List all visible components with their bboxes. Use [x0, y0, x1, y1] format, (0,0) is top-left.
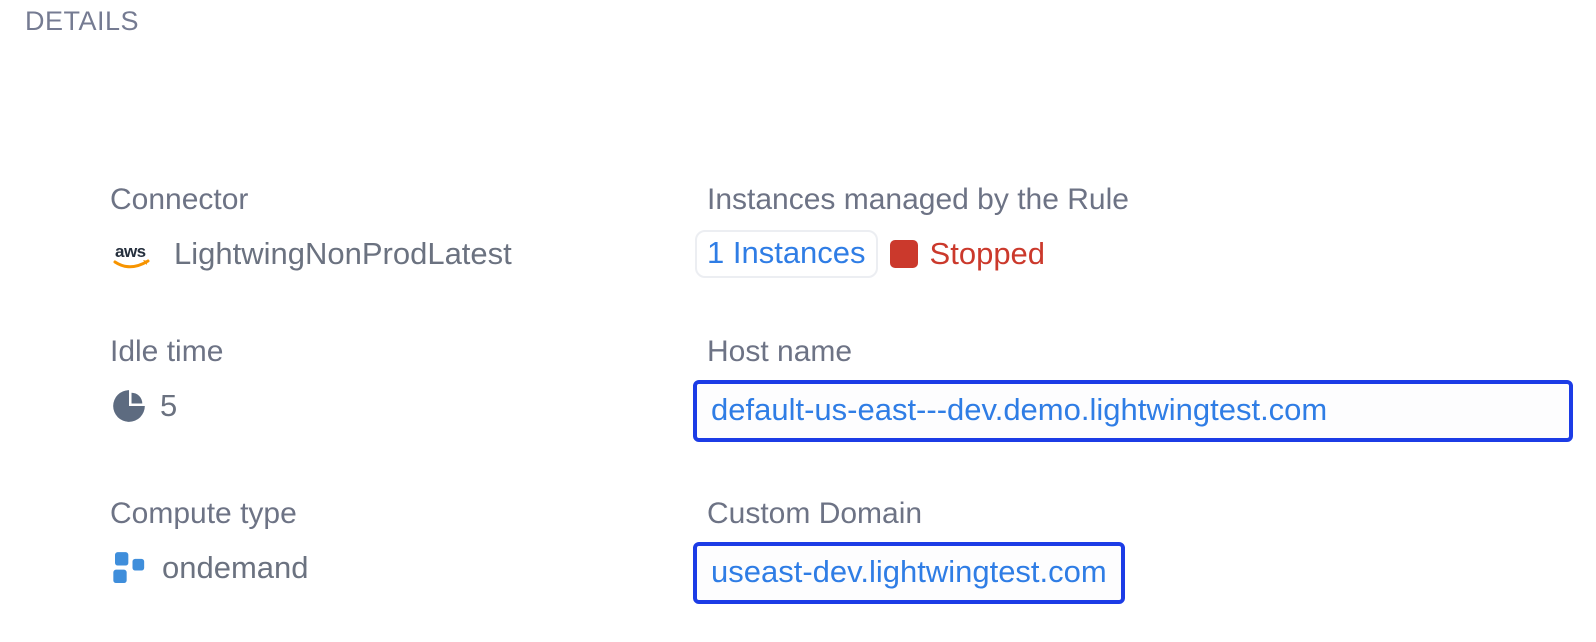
aws-icon: aws: [110, 239, 162, 275]
stopped-square-icon: [889, 240, 918, 268]
compute-type-label: Compute type: [110, 497, 297, 530]
svg-text:aws: aws: [115, 242, 146, 261]
host-name-label: Host name: [707, 335, 853, 368]
idle-time-value: 5: [160, 388, 178, 423]
host-name-link[interactable]: default-us-east---dev.demo.lightwingtest…: [693, 380, 1573, 442]
field-compute-type: Compute type ondemand: [110, 496, 707, 594]
field-idle-time: Idle time 5: [110, 334, 707, 432]
details-grid: Connector aws LightwingNonProdLatest Ins…: [110, 182, 1573, 604]
connector-label: Connector: [110, 183, 249, 216]
instances-status-text: Stopped: [929, 236, 1046, 271]
compute-type-value: ondemand: [162, 550, 309, 585]
idle-time-label: Idle time: [110, 335, 224, 368]
instances-count-link[interactable]: 1 Instances: [695, 230, 878, 278]
field-instances: Instances managed by the Rule 1 Instance…: [695, 182, 1573, 280]
connector-value: LightwingNonProdLatest: [174, 236, 512, 271]
field-custom-domain: Custom Domain useast-dev.lightwingtest.c…: [693, 496, 1573, 604]
instances-label: Instances managed by the Rule: [707, 183, 1129, 216]
field-host-name: Host name default-us-east---dev.demo.lig…: [693, 334, 1573, 442]
custom-domain-label: Custom Domain: [707, 497, 923, 530]
compute-squares-icon: [110, 548, 150, 588]
field-connector: Connector aws LightwingNonProdLatest: [110, 182, 707, 280]
custom-domain-link[interactable]: useast-dev.lightwingtest.com: [693, 542, 1125, 604]
pie-chart-icon: [110, 387, 148, 425]
details-section-title: DETAILS: [25, 6, 140, 36]
